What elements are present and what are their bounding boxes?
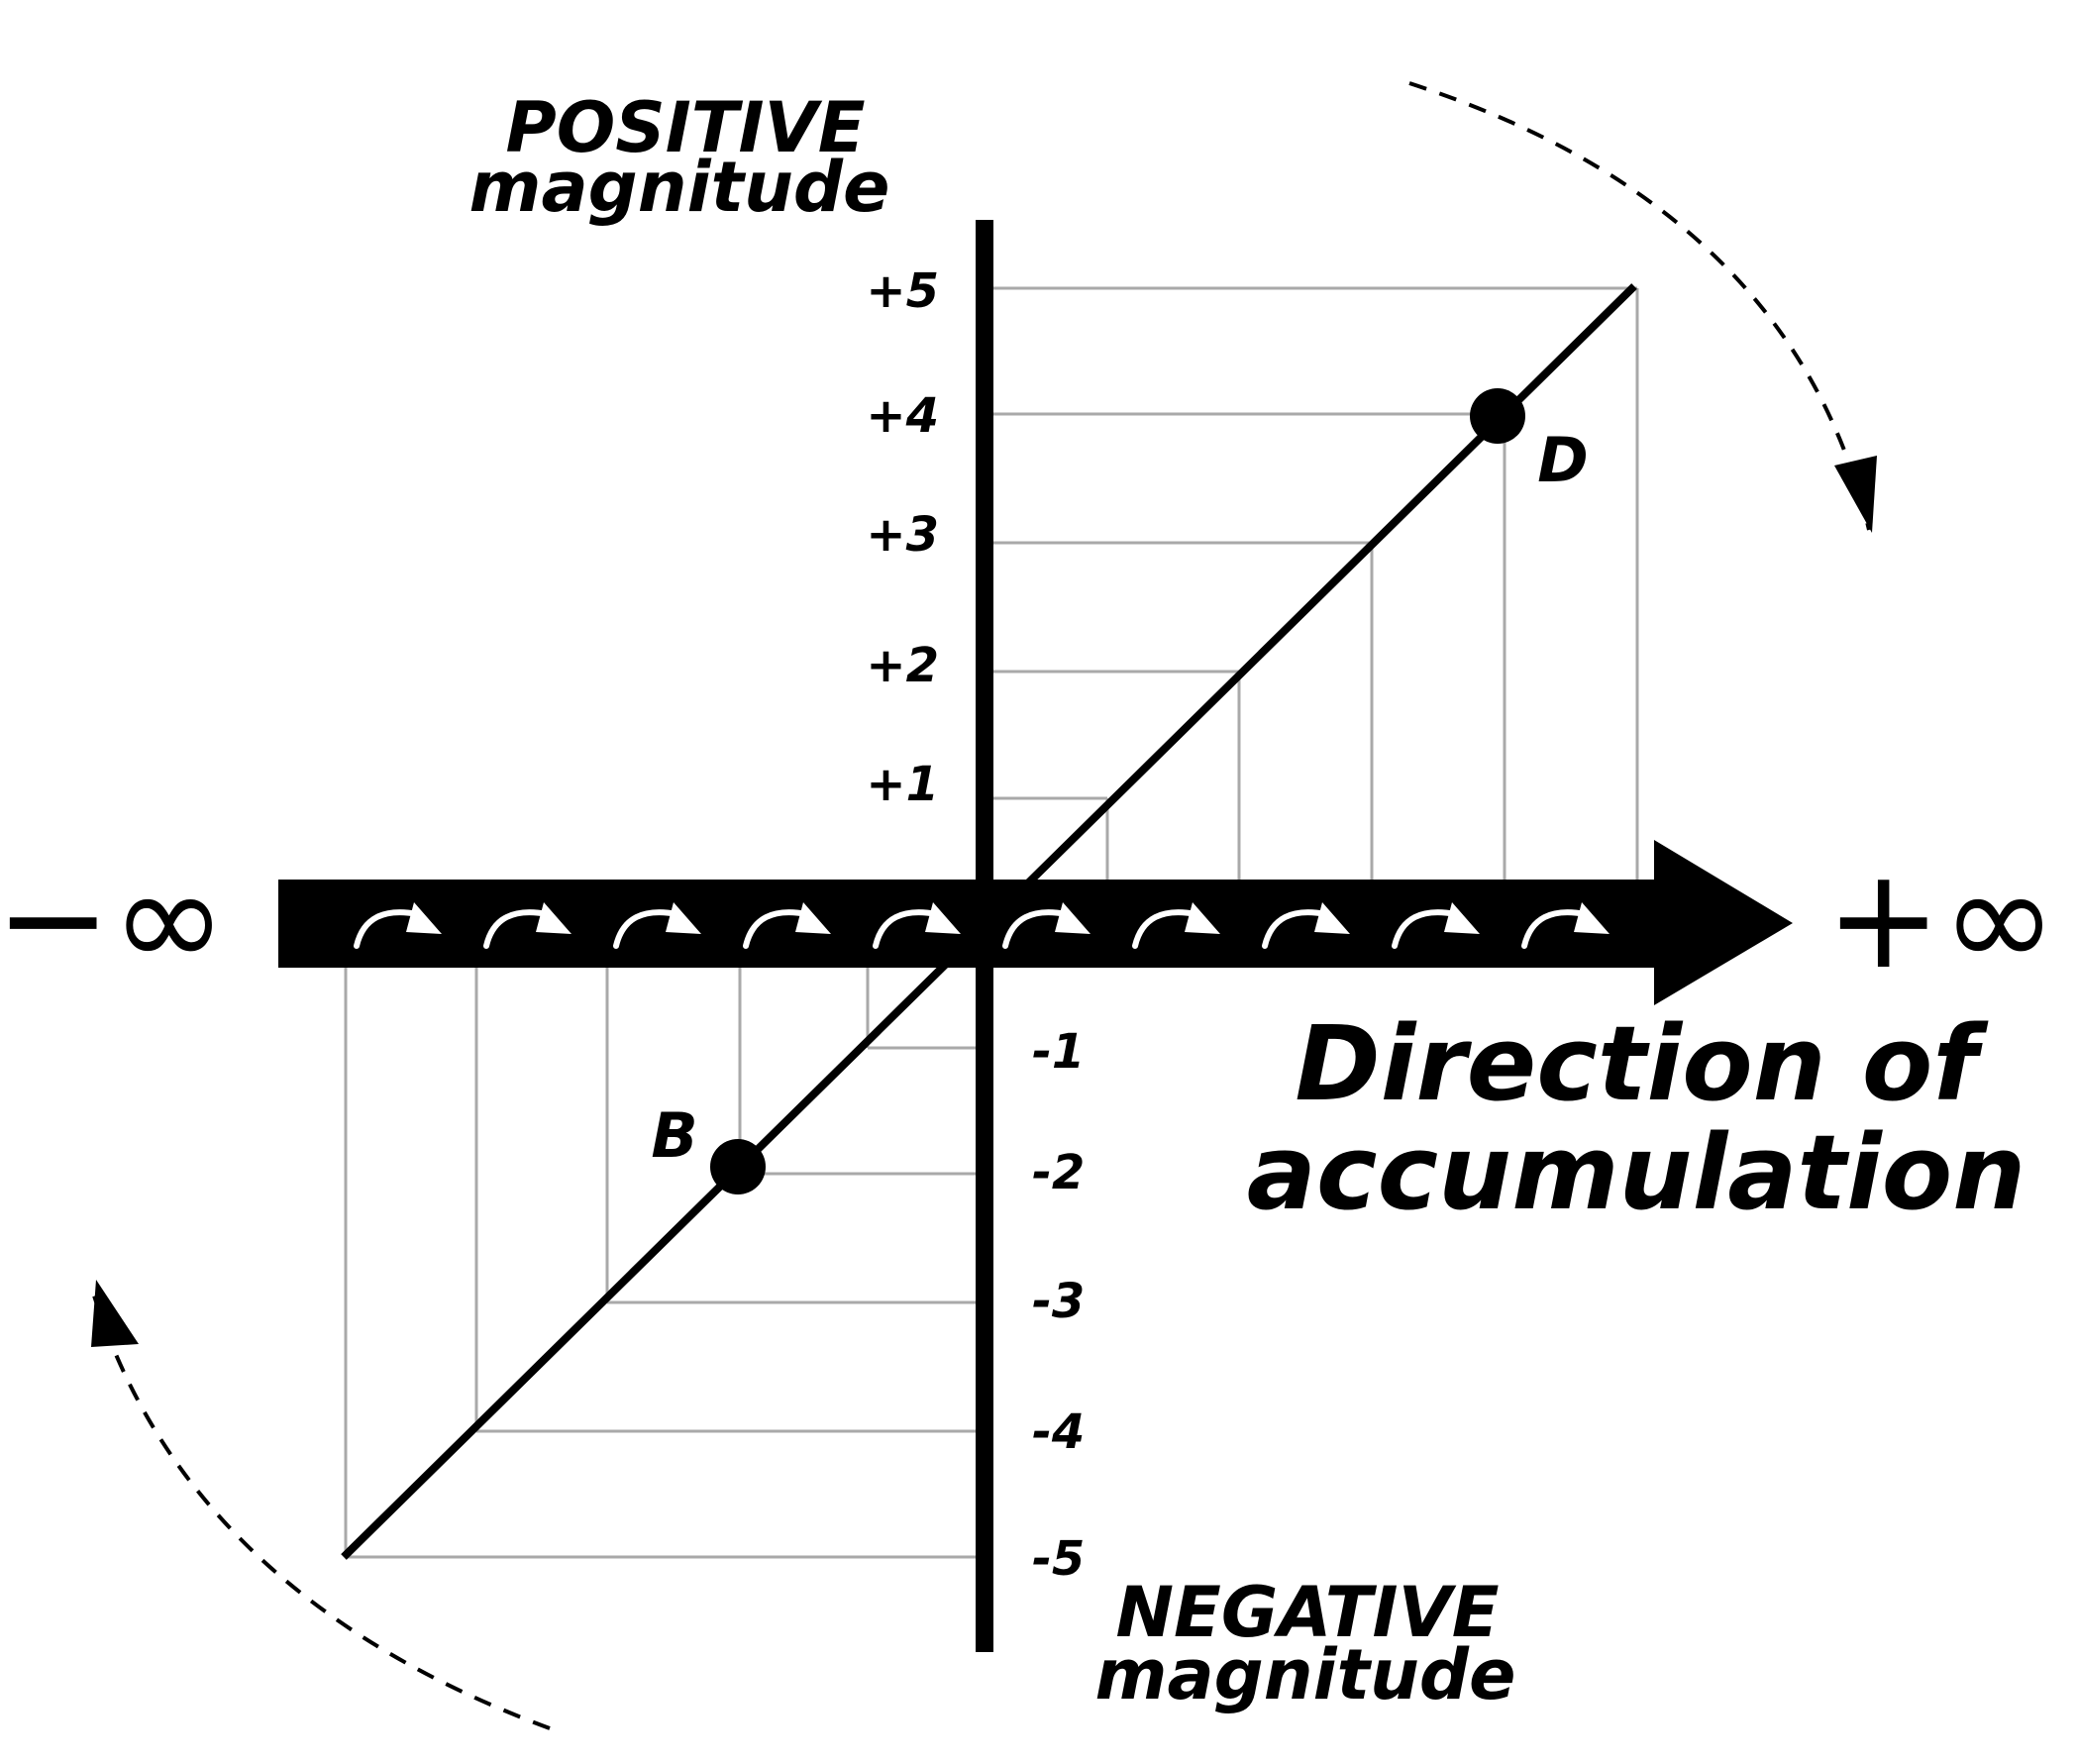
dashed-arrowhead-bottom [91,1280,139,1347]
curved-arrow-icon [1521,902,1610,949]
tick-label-neg5: -5 [1032,1531,1085,1587]
curved-arrow-icon [1392,902,1480,949]
curved-arrow-icon [1132,902,1220,949]
positive-label-line2: magnitude [469,147,890,228]
direction-label-line2: accumulation [1247,1112,2026,1233]
tick-label-neg3: -3 [1032,1274,1085,1329]
tick-label-pos2: +2 [866,638,939,693]
curved-arrow-icon [354,902,442,949]
point-b-label: B [651,1099,697,1172]
curved-arrow-icon [873,902,961,949]
point-d [1470,388,1525,444]
direction-arrow [278,840,1793,1005]
curved-arrow-icon [483,902,571,949]
dashed-arrowhead-top [1834,456,1877,533]
direction-arrowhead [1654,840,1793,1005]
tick-label-neg1: -1 [1032,1024,1085,1080]
dashed-rotation-arrow-icon [92,1295,551,1730]
plus-infinity: +∞ [1825,839,2057,1000]
tick-label-pos5: +5 [866,263,939,319]
negative-grid [344,966,976,1559]
curved-arrow-icon [1002,902,1090,949]
dashed-rotation-arrow-icon [1408,81,1871,531]
curved-arrows-row [354,902,1610,949]
positive-label-line1: POSITIVE [505,87,865,168]
curved-arrow-icon [1262,902,1350,949]
tick-label-neg4: -4 [1032,1404,1085,1460]
direction-label-line1: Direction of [1295,1003,1989,1124]
tick-label-pos4: +4 [866,388,939,444]
tick-label-pos1: +1 [866,757,939,812]
minus-infinity: −∞ [0,839,227,1000]
direction-bar [278,880,1655,968]
curved-arrow-icon [613,902,701,949]
point-d-label: D [1537,424,1588,496]
tick-label-neg2: -2 [1032,1145,1085,1200]
tick-label-pos3: +3 [866,507,939,563]
curved-arrow-icon [743,902,831,949]
negative-label-line1: NEGATIVE [1115,1572,1499,1653]
point-b [710,1139,766,1194]
negative-label-line2: magnitude [1095,1634,1516,1715]
positive-grid [990,286,1639,886]
